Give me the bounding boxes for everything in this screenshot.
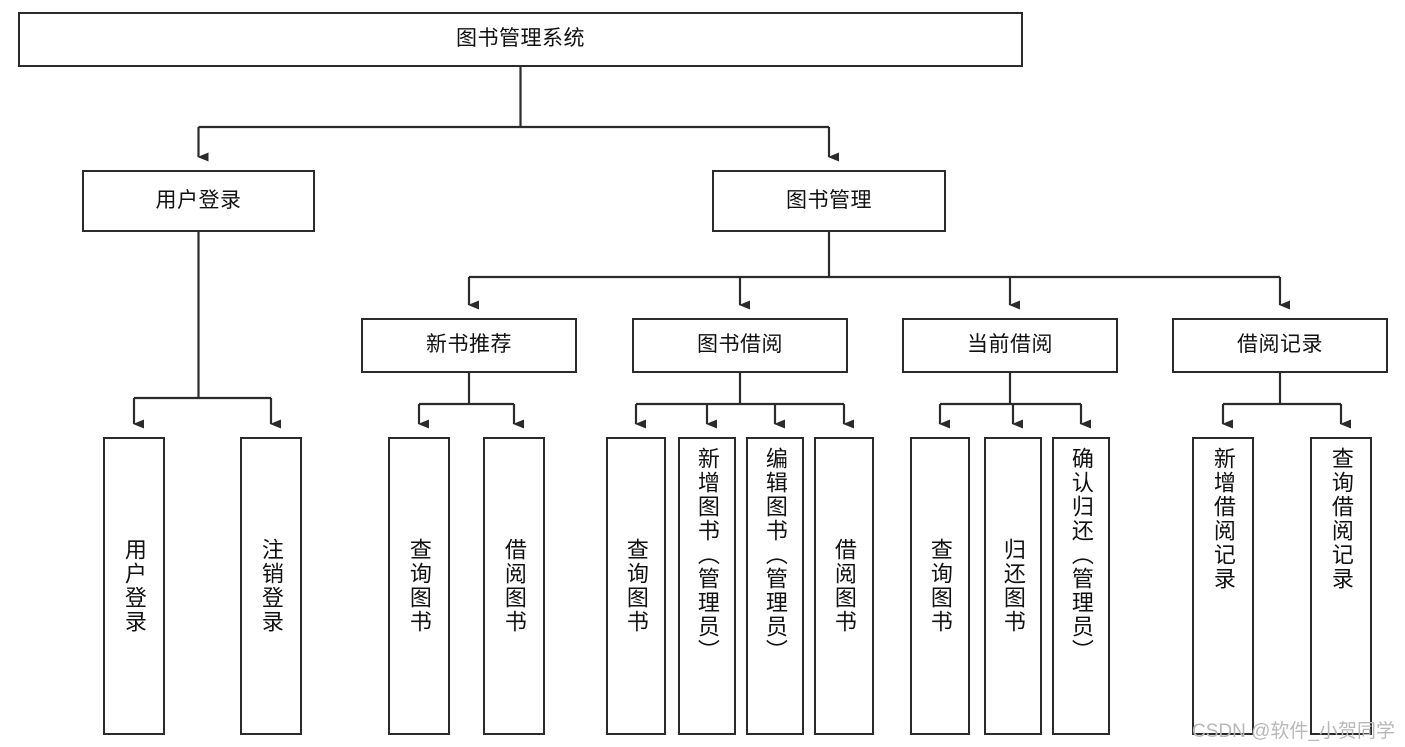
- node-leaf-br-query[interactable]: 查询图书: [606, 437, 666, 735]
- node-label: 注销登录: [258, 538, 284, 634]
- node-label: 图书管理系统: [456, 27, 585, 51]
- node-label: 借阅图书: [831, 538, 857, 634]
- node-label: 查询图书: [623, 538, 649, 634]
- node-label: 新增借阅记录: [1210, 447, 1236, 591]
- node-current[interactable]: 当前借阅: [902, 318, 1118, 373]
- watermark: CSDN @软件_小贺同学: [1192, 721, 1395, 742]
- node-label: 编辑图书（管理员）: [762, 447, 788, 663]
- node-label: 查询图书: [927, 538, 953, 634]
- node-leaf-br-lend[interactable]: 借阅图书: [814, 437, 874, 735]
- node-leaf-br-edit[interactable]: 编辑图书（管理员）: [746, 437, 804, 735]
- node-label: 用户登录: [155, 188, 242, 212]
- node-leaf-cu-confirm[interactable]: 确认归还（管理员）: [1052, 437, 1110, 735]
- node-leaf-rc-query[interactable]: 查询借阅记录: [1310, 437, 1372, 735]
- node-label: 图书管理: [786, 188, 872, 212]
- node-label: 查询图书: [406, 538, 432, 634]
- node-leaf-cu-query[interactable]: 查询图书: [910, 437, 970, 735]
- node-leaf-rc-add[interactable]: 新增借阅记录: [1192, 437, 1254, 735]
- node-leaf-br-add[interactable]: 新增图书（管理员）: [678, 437, 736, 735]
- node-label: 归还图书: [1000, 538, 1026, 634]
- node-label: 新增图书（管理员）: [694, 447, 720, 663]
- node-label: 确认归还（管理员）: [1068, 447, 1094, 663]
- node-leaf-nb-query[interactable]: 查询图书: [388, 437, 450, 735]
- node-label: 图书借阅: [697, 333, 783, 357]
- node-label: 借阅图书: [501, 538, 527, 634]
- node-leaf-nb-borrow[interactable]: 借阅图书: [483, 437, 545, 735]
- node-records[interactable]: 借阅记录: [1172, 318, 1388, 373]
- node-newbook[interactable]: 新书推荐: [361, 318, 577, 373]
- node-label: 新书推荐: [426, 333, 512, 357]
- node-bookmgmt[interactable]: 图书管理: [712, 170, 946, 232]
- node-label: 当前借阅: [967, 333, 1053, 357]
- node-root[interactable]: 图书管理系统: [18, 12, 1023, 67]
- node-label: 查询借阅记录: [1328, 447, 1354, 591]
- node-login[interactable]: 用户登录: [82, 170, 315, 232]
- node-leaf-user-login[interactable]: 用户登录: [103, 437, 165, 735]
- node-leaf-cu-return[interactable]: 归还图书: [984, 437, 1042, 735]
- node-leaf-user-logout[interactable]: 注销登录: [240, 437, 302, 735]
- node-label: 借阅记录: [1237, 333, 1323, 357]
- node-borrow[interactable]: 图书借阅: [632, 318, 848, 373]
- node-label: 用户登录: [121, 538, 147, 634]
